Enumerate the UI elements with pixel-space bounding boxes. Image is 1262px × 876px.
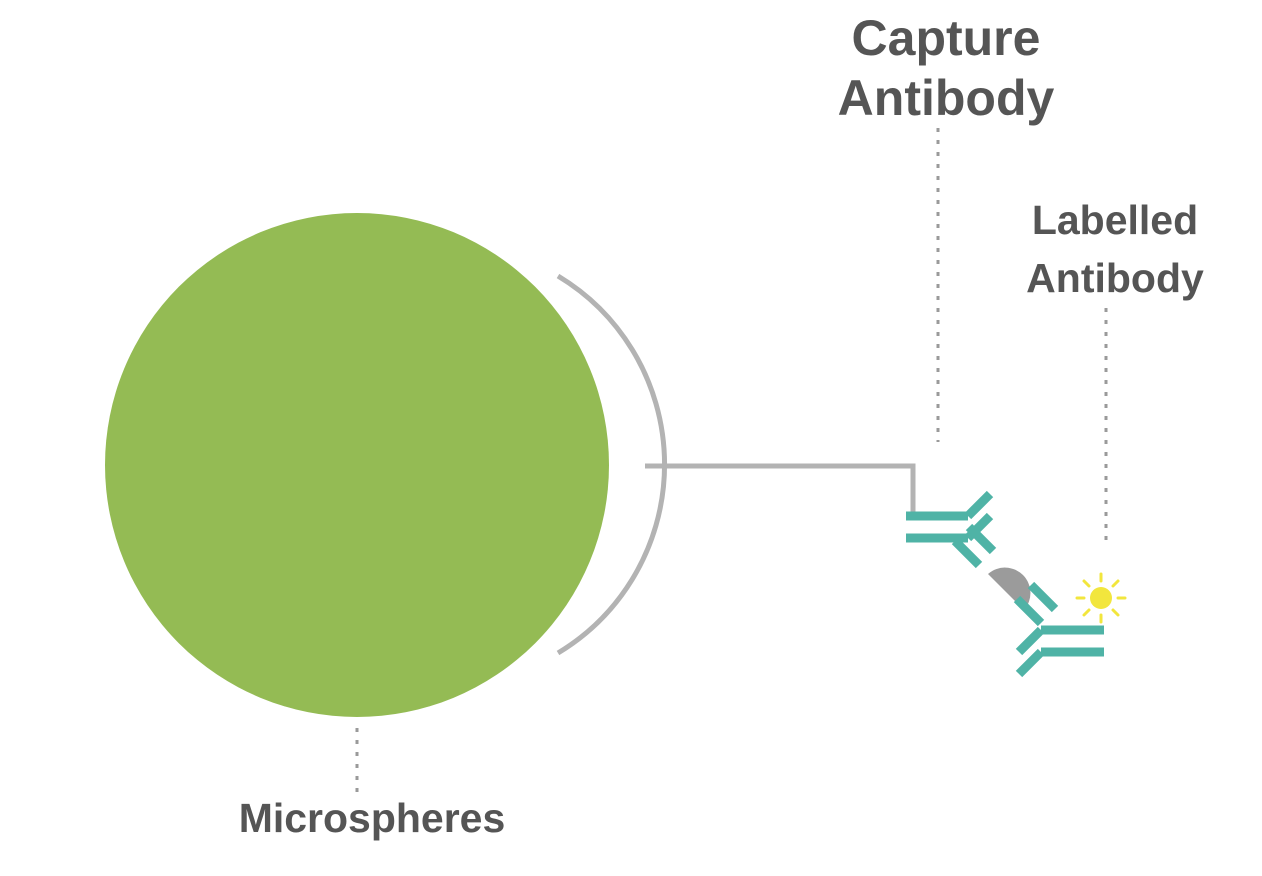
- labelled-antibody-label-line1: Labelled: [1031, 197, 1199, 243]
- linker-line: [645, 463, 916, 512]
- labelled-antibody-label: Labelled Antibody: [1005, 191, 1225, 307]
- sun-icon: [1075, 572, 1127, 624]
- microspheres-label: Microspheres: [212, 790, 532, 846]
- labelled-antibody-label-line2: Antibody: [1026, 255, 1204, 301]
- capture-antibody-label-line2: Antibody: [837, 70, 1055, 126]
- labelled-antibody: [1013, 581, 1104, 678]
- capture-antibody: [906, 490, 997, 569]
- microsphere: [105, 213, 609, 717]
- capture-antibody-label-line1: Capture: [851, 10, 1041, 66]
- microspheres-label-text: Microspheres: [238, 795, 506, 841]
- capture-antibody-label: Capture Antibody: [826, 8, 1066, 128]
